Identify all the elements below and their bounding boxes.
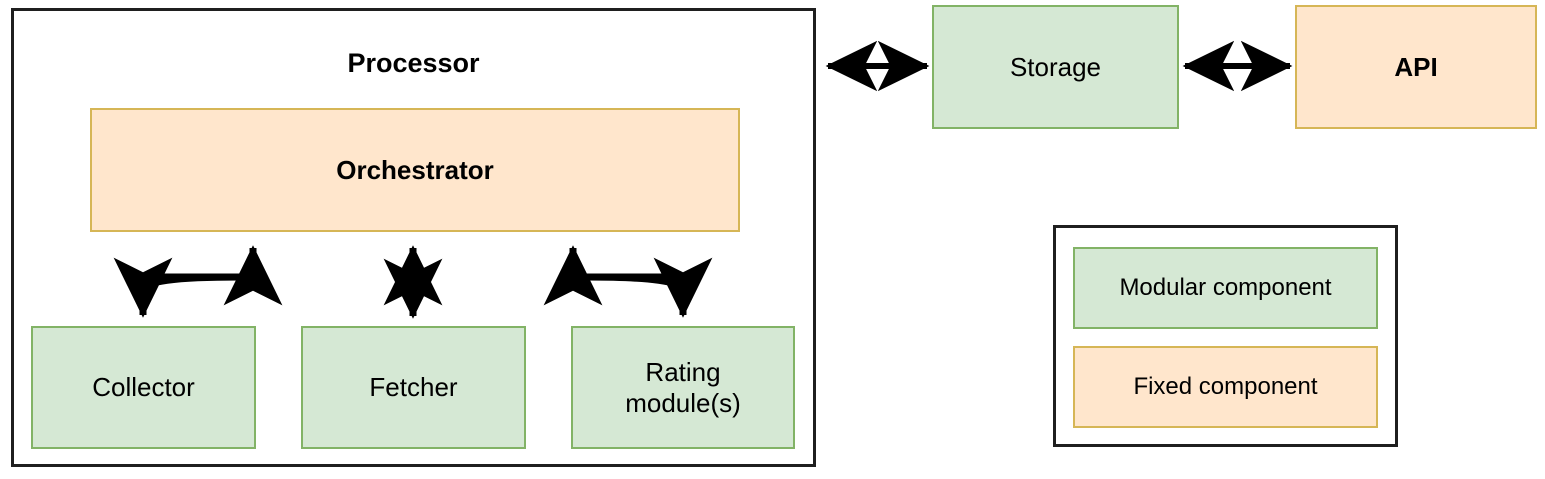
collector-box: Collector xyxy=(31,326,256,449)
orchestrator-box: Orchestrator xyxy=(90,108,740,232)
rating-module-label-line1: Rating xyxy=(645,356,721,387)
storage-box: Storage xyxy=(932,5,1179,129)
processor-title: Processor xyxy=(347,48,480,78)
legend-modular-component: Modular component xyxy=(1073,247,1378,329)
fetcher-box: Fetcher xyxy=(301,326,526,449)
legend-fixed-component: Fixed component xyxy=(1073,346,1378,428)
rating-module-box: Rating module(s) xyxy=(571,326,795,449)
rating-module-label: Rating module(s) xyxy=(625,357,741,418)
api-box: API xyxy=(1295,5,1537,129)
rating-module-label-line2: module(s) xyxy=(625,387,741,418)
